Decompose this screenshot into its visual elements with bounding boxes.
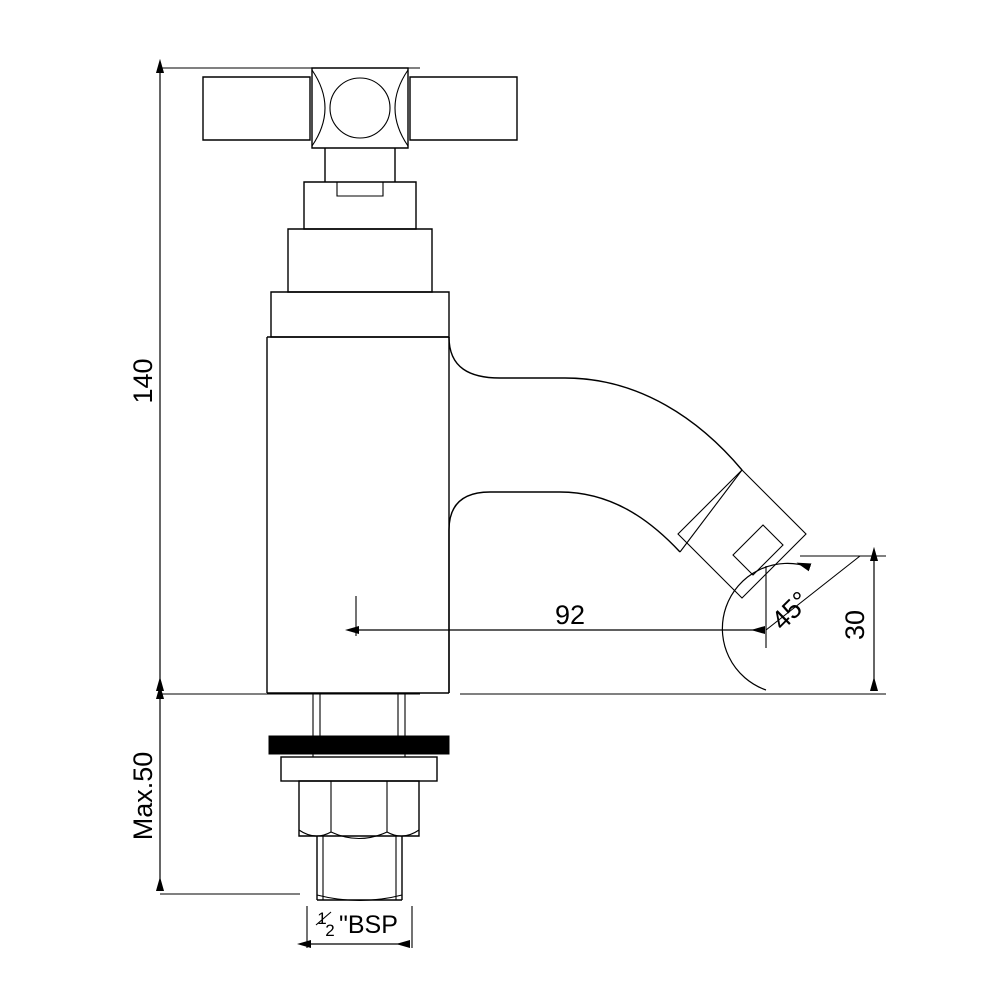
dim45-arc <box>721 562 812 691</box>
dim50-label: Max.50 <box>128 752 158 841</box>
dimbsp-denominator: 2 <box>325 921 334 940</box>
handle-hub-fillet-right <box>394 69 409 147</box>
handle-left-arm <box>202 76 311 141</box>
backnut-flange <box>280 756 438 782</box>
dimension-thread-size: 1 2 "BSP <box>296 906 413 949</box>
hex-nut-chamfer-right <box>386 829 420 837</box>
spout-upper-curve <box>448 336 743 471</box>
spout <box>448 336 743 693</box>
dim92-label: 92 <box>555 600 585 630</box>
bonnet-collar-lower <box>270 291 450 338</box>
dim45-ext-diagonal <box>765 555 861 631</box>
dimension-mounting-thickness: Max.50 <box>128 684 300 895</box>
hex-nut-chamfer-mid <box>330 831 388 840</box>
dimension-outlet-height: 30 <box>460 546 886 695</box>
bonnet-collar <box>270 181 450 338</box>
bonnet-upper <box>303 181 417 230</box>
hex-nut-chamfer-left <box>298 829 332 837</box>
dimbsp-numerator: 1 <box>317 909 326 928</box>
bonnet-middle <box>287 228 433 293</box>
bonnet-notch <box>336 181 384 197</box>
mounting-hardware <box>268 693 450 902</box>
handle-stem <box>324 148 396 182</box>
dim45-label: 45° <box>766 586 816 636</box>
nozzle-shoulder-line <box>679 469 743 553</box>
dimbsp-fraction-bar <box>315 911 332 926</box>
dim30-label: 30 <box>840 610 870 640</box>
handle-hub <box>311 67 409 149</box>
outlet-nozzle <box>677 469 807 599</box>
handle-hub-circle <box>329 77 391 139</box>
nozzle-block <box>677 469 807 599</box>
dimension-spout-reach: 92 <box>344 596 766 636</box>
gasket-washer <box>268 735 450 755</box>
dim140-label: 140 <box>128 358 158 403</box>
spout-lower-curve <box>448 491 681 553</box>
aerator-insert <box>732 524 784 576</box>
cross-handle <box>202 67 518 149</box>
dimbsp-suffix: "BSP <box>339 911 398 939</box>
hex-nut-body <box>298 780 420 837</box>
dimension-height-overall: 140 <box>128 58 420 695</box>
handle-right-arm <box>409 76 518 141</box>
tap-body <box>266 336 450 694</box>
handle-hub-fillet-left <box>311 69 326 147</box>
